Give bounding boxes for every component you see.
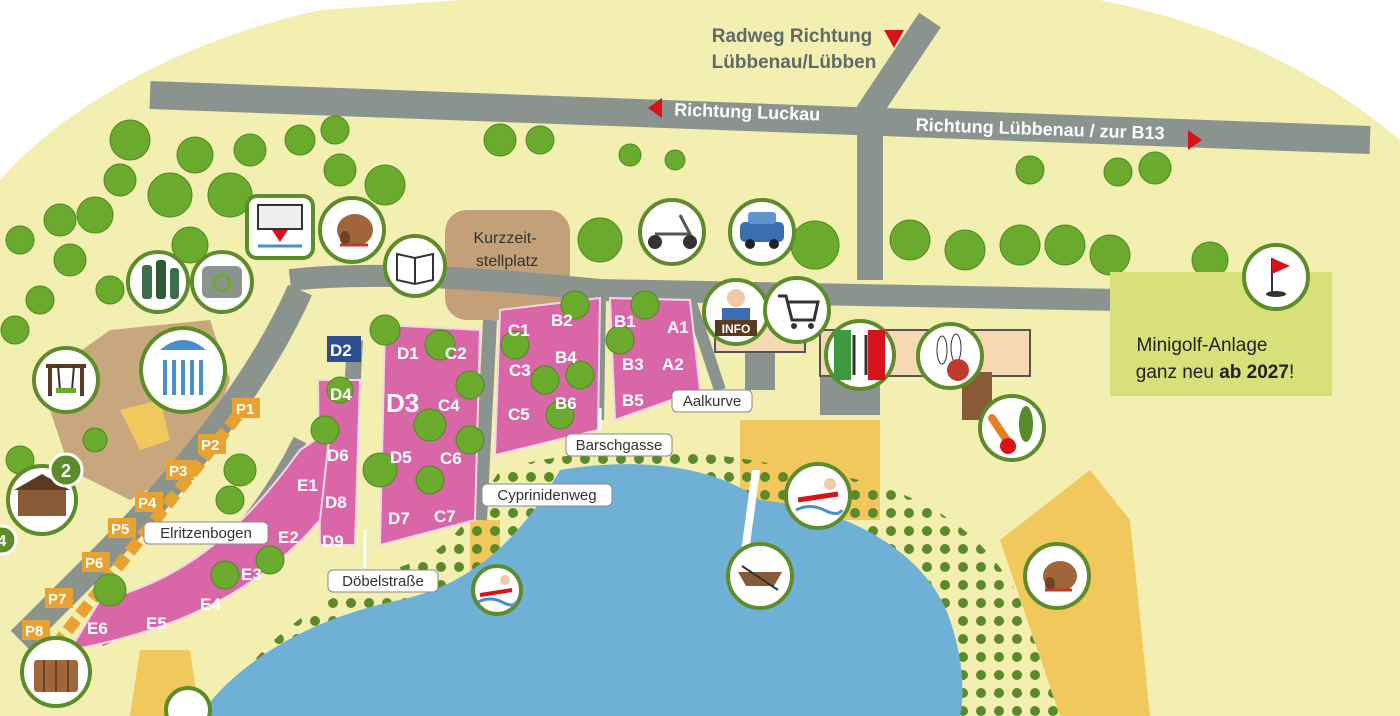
arrow-luebbenau-icon xyxy=(1188,130,1202,150)
sand-area-5 xyxy=(120,400,170,450)
shower-icon[interactable] xyxy=(139,326,227,414)
svg-text:4: 4 xyxy=(0,533,7,550)
street-barschgasse: Barschgasse xyxy=(565,433,673,457)
playground-swing-icon[interactable] xyxy=(32,346,100,414)
plot-p4[interactable]: P4 xyxy=(138,495,157,512)
go-kart-icon[interactable] xyxy=(638,198,706,266)
plot-b5[interactable]: B5 xyxy=(622,391,644,410)
radweg-label-1: Radweg Richtung xyxy=(712,26,872,47)
plot-b1[interactable]: B1 xyxy=(614,312,636,331)
kurzzeit-label-2: stellplatz xyxy=(476,253,538,270)
sauna-icon[interactable] xyxy=(20,636,92,708)
plot-d6[interactable]: D6 xyxy=(327,446,349,465)
main-road xyxy=(149,81,1371,154)
plot-p1[interactable]: P1 xyxy=(236,401,254,418)
plot-e5[interactable]: E5 xyxy=(146,614,167,633)
plot-c4[interactable]: C4 xyxy=(438,396,460,415)
dog-icon-beach[interactable] xyxy=(1023,542,1091,610)
jetty xyxy=(740,470,760,560)
plot-d2-bg xyxy=(327,336,361,362)
radweg-road xyxy=(857,12,941,280)
plot-a2[interactable]: A2 xyxy=(662,355,684,374)
minigolf-flag-icon[interactable] xyxy=(1242,243,1310,311)
bowling-icon[interactable] xyxy=(916,322,984,390)
minigolf-line2: ganz neu ab 2027! xyxy=(1136,362,1294,383)
sanitary-station-icon[interactable] xyxy=(245,194,315,260)
street-doebelstrasse: Döbelstraße xyxy=(327,569,439,593)
plot-c7[interactable]: C7 xyxy=(434,507,456,526)
info-label: INFO xyxy=(722,322,751,336)
book-icon[interactable] xyxy=(383,234,447,298)
waste-bin-icon[interactable] xyxy=(190,250,254,314)
recycling-icon[interactable] xyxy=(126,250,190,314)
plot-d5[interactable]: D5 xyxy=(390,448,412,467)
car-icon[interactable] xyxy=(728,198,796,266)
plot-d4[interactable]: D4 xyxy=(330,385,352,404)
restaurant-icon[interactable] xyxy=(824,319,896,391)
badge-two: 2 xyxy=(48,452,84,488)
svg-text:Aalkurve: Aalkurve xyxy=(683,393,741,410)
shopping-cart-icon[interactable] xyxy=(763,276,831,344)
svg-text:Barschgasse: Barschgasse xyxy=(576,437,663,454)
plot-d9[interactable]: D9 xyxy=(322,532,344,551)
dog-icon[interactable] xyxy=(318,196,386,264)
svg-text:Döbelstraße: Döbelstraße xyxy=(342,573,424,590)
plot-b4[interactable]: B4 xyxy=(555,348,577,367)
swimmer-icon-2[interactable] xyxy=(784,462,852,530)
plot-d2[interactable]: D2 xyxy=(330,341,352,360)
camp-road-a xyxy=(684,298,726,392)
svg-text:Elritzenbogen: Elritzenbogen xyxy=(160,525,252,542)
plot-b6[interactable]: B6 xyxy=(555,394,577,413)
plot-d8[interactable]: D8 xyxy=(325,493,347,512)
vegetables-icon[interactable] xyxy=(978,394,1046,462)
plot-d1[interactable]: D1 xyxy=(397,344,419,363)
arrow-luckau-icon xyxy=(648,98,662,118)
arrow-radweg-icon xyxy=(884,30,904,48)
plot-p3[interactable]: P3 xyxy=(169,463,187,480)
plot-d3[interactable]: D3 xyxy=(386,388,419,418)
camp-road-c xyxy=(473,319,497,521)
svg-text:2: 2 xyxy=(61,461,71,481)
kurzzeit-label-1: Kurzzeit- xyxy=(473,230,536,247)
plot-c1[interactable]: C1 xyxy=(508,321,530,340)
plot-b3[interactable]: B3 xyxy=(622,355,644,374)
plot-c6[interactable]: C6 xyxy=(440,449,462,468)
service-road xyxy=(288,264,1121,311)
plot-e4[interactable]: E4 xyxy=(200,595,221,614)
plot-p2[interactable]: P2 xyxy=(201,437,219,454)
minigolf-line1: Minigolf-Anlage xyxy=(1137,335,1268,356)
badge-four: 4 xyxy=(0,524,18,556)
plot-e6[interactable]: E6 xyxy=(87,619,108,638)
trees xyxy=(0,115,1229,607)
plot-a1[interactable]: A1 xyxy=(667,318,689,337)
lake xyxy=(200,464,963,716)
info-person-icon[interactable]: INFO xyxy=(702,278,770,346)
street-elritzenbogen: Elritzenbogen xyxy=(143,521,269,545)
plot-c2[interactable]: C2 xyxy=(445,344,467,363)
street-aalkurve: Aalkurve xyxy=(671,389,753,413)
plot-d7[interactable]: D7 xyxy=(388,509,410,528)
svg-text:Cyprinidenweg: Cyprinidenweg xyxy=(497,487,596,504)
plot-p5[interactable]: P5 xyxy=(111,521,129,538)
rowboat-icon[interactable] xyxy=(726,542,794,610)
outer-white-right xyxy=(1100,0,1400,140)
plot-p8[interactable]: P8 xyxy=(25,623,43,640)
swimmer-icon[interactable] xyxy=(471,564,523,616)
plot-e1[interactable]: E1 xyxy=(297,476,318,495)
radweg-label-2: Lübbenau/Lübben xyxy=(712,52,877,73)
outer-white xyxy=(0,0,460,180)
plot-c3[interactable]: C3 xyxy=(509,361,531,380)
plot-b2[interactable]: B2 xyxy=(551,311,573,330)
street-cyprinidenweg: Cyprinidenweg xyxy=(481,483,613,507)
plot-e3[interactable]: E3 xyxy=(241,565,262,584)
plot-e2[interactable]: E2 xyxy=(278,528,299,547)
swimmer-icon-3[interactable] xyxy=(164,686,212,716)
plot-p6[interactable]: P6 xyxy=(85,555,103,572)
plot-c5[interactable]: C5 xyxy=(508,405,530,424)
plot-p7[interactable]: P7 xyxy=(48,591,66,608)
